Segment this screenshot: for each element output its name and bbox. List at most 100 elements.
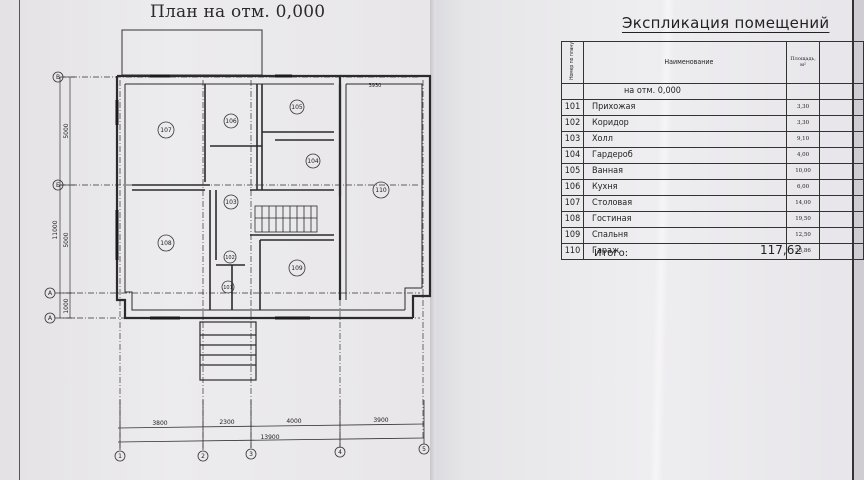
axis-bubble-b bbox=[52, 179, 64, 191]
wall-top bbox=[117, 74, 342, 196]
room-tag-107: 107 bbox=[160, 127, 172, 134]
canopy-outline bbox=[121, 29, 263, 76]
room-name: Коридор bbox=[583, 114, 787, 132]
room-number: 102 bbox=[560, 114, 585, 132]
axis-bubble-3 bbox=[245, 448, 257, 460]
room-area: 3,30 bbox=[785, 114, 821, 132]
room-tag-103-circle bbox=[223, 194, 239, 210]
room-area: 19,50 bbox=[785, 210, 821, 228]
room-number: 109 bbox=[560, 226, 585, 244]
room-number: 103 bbox=[560, 130, 585, 148]
explication-title: Экспликация помещений bbox=[622, 14, 830, 32]
room-area: 14,00 bbox=[785, 194, 821, 212]
entrance-steps bbox=[199, 321, 257, 381]
frame-line-left bbox=[19, 0, 20, 480]
room-number: 105 bbox=[560, 162, 585, 180]
room-area: 10,00 bbox=[785, 162, 821, 180]
axis-label-b: Б bbox=[56, 182, 60, 189]
room-number: 108 bbox=[560, 210, 585, 228]
axis-bubble-a1 bbox=[44, 287, 56, 299]
room-tag-109: 109 bbox=[291, 265, 303, 272]
axis-label-3: 3 bbox=[249, 451, 253, 458]
room-number: 101 bbox=[560, 98, 585, 116]
axis-label-4: 4 bbox=[338, 449, 342, 456]
axis-bubble-4 bbox=[334, 446, 346, 458]
room-name: Холл bbox=[583, 130, 787, 148]
extra-cell bbox=[819, 226, 864, 244]
extra-cell bbox=[819, 114, 864, 132]
room-tag-110-circle bbox=[372, 181, 390, 199]
explication-table: Номер по плану Наименование Площадь, м² … bbox=[560, 41, 864, 260]
header-name: Наименование bbox=[583, 41, 787, 84]
extra-cell bbox=[819, 162, 864, 180]
room-area: 9,10 bbox=[785, 130, 821, 148]
room-tag-103: 103 bbox=[225, 199, 237, 206]
left-sheet bbox=[0, 0, 430, 480]
room-area: 4,00 bbox=[785, 146, 821, 164]
extra-cell bbox=[819, 98, 864, 116]
header-area: Площадь, м² bbox=[785, 41, 821, 84]
axis-bubble-a2 bbox=[44, 312, 56, 324]
room-tag-106-circle bbox=[223, 113, 239, 129]
dim-bottom-2300: 2300 bbox=[219, 419, 234, 426]
extra-cell bbox=[819, 194, 864, 212]
level-label: на отм. 0,000 bbox=[583, 82, 787, 100]
room-tag-101: 101 bbox=[223, 285, 233, 291]
room-name: Гардероб bbox=[583, 146, 787, 164]
axis-bubble-1 bbox=[114, 450, 126, 462]
dim-bottom-4000: 4000 bbox=[286, 418, 301, 425]
room-tag-107-circle bbox=[157, 121, 175, 139]
room-tag-105-circle bbox=[289, 99, 305, 115]
room-name: Столовая bbox=[583, 194, 787, 212]
dim-left-11000: 11000 bbox=[52, 220, 59, 239]
garage-width-dim: 3930 bbox=[369, 83, 382, 89]
dim-line-bottom-total bbox=[117, 437, 425, 443]
room-name: Гараж bbox=[583, 242, 787, 260]
dim-left-1000: 1000 bbox=[63, 298, 70, 313]
dim-left-5000-bottom: 5000 bbox=[63, 232, 70, 247]
table-header-row: Номер по плану Наименование Площадь, м² bbox=[560, 41, 864, 84]
dim-bottom-3800: 3800 bbox=[152, 420, 167, 427]
plan-title: План на отм. 0,000 bbox=[150, 2, 326, 22]
dim-bottom-3900: 3900 bbox=[373, 417, 388, 424]
total-value: 117,62 bbox=[760, 243, 802, 257]
extra-cell bbox=[819, 210, 864, 228]
axis-label-a2: А bbox=[48, 315, 53, 322]
extra-cell bbox=[819, 146, 864, 164]
room-tag-108: 108 bbox=[160, 240, 172, 247]
room-tag-104: 104 bbox=[307, 158, 319, 165]
extra-cell bbox=[819, 130, 864, 148]
room-tag-109-circle bbox=[288, 259, 306, 277]
room-tag-106: 106 bbox=[225, 118, 237, 125]
axis-label-a1: А bbox=[48, 290, 53, 297]
room-tag-110: 110 bbox=[375, 187, 387, 194]
room-name: Кухня bbox=[583, 178, 787, 196]
axis-label-1: 1 bbox=[118, 453, 122, 460]
room-name: Спальня bbox=[583, 226, 787, 244]
extra-cell bbox=[819, 242, 864, 260]
total-label: Итого: bbox=[594, 248, 629, 259]
room-number: 104 bbox=[560, 146, 585, 164]
staircase bbox=[254, 205, 318, 233]
paper-fold bbox=[430, 0, 436, 480]
axis-label-v: В bbox=[56, 74, 60, 81]
room-tag-102: 102 bbox=[225, 255, 235, 261]
room-area: 33,86 bbox=[785, 242, 821, 260]
room-number: 107 bbox=[560, 194, 585, 212]
room-tag-102-circle bbox=[223, 250, 237, 264]
header-number: Номер по плану bbox=[569, 42, 575, 80]
dim-line-bottom-segments bbox=[117, 423, 425, 429]
room-area: 3,30 bbox=[785, 98, 821, 116]
room-tag-105: 105 bbox=[291, 104, 303, 111]
wall-garage bbox=[340, 74, 432, 318]
axis-bubble-v bbox=[52, 71, 64, 83]
